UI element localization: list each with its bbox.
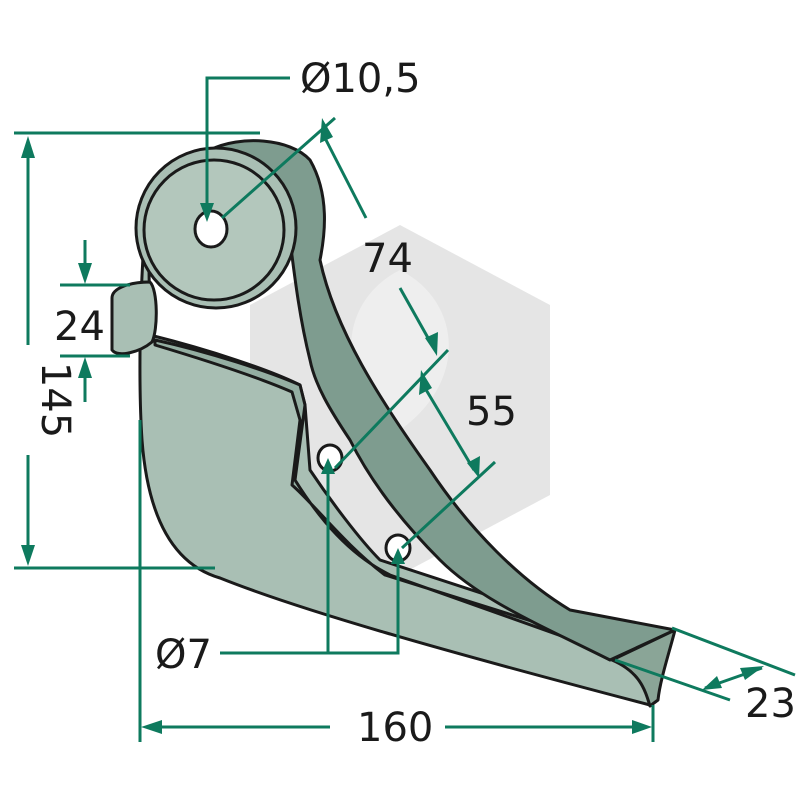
dimension-lines — [14, 76, 796, 742]
label-pivot-hole: Ø10,5 — [300, 56, 421, 102]
tine-part — [110, 139, 677, 708]
tine-tip-face — [610, 628, 677, 708]
dimension-labels: Ø10,5 74 55 24 145 Ø7 160 23 — [32, 56, 796, 751]
label-tip-width: 23 — [745, 681, 796, 727]
label-bolt-holes: Ø7 — [155, 632, 212, 678]
label-hole-distance-lower: 55 — [466, 389, 517, 435]
label-stop-height: 24 — [54, 304, 105, 350]
label-overall-length: 160 — [357, 705, 433, 751]
label-hole-distance-upper: 74 — [362, 236, 413, 282]
label-overall-height: 145 — [32, 362, 78, 438]
stop-lug — [110, 280, 158, 356]
